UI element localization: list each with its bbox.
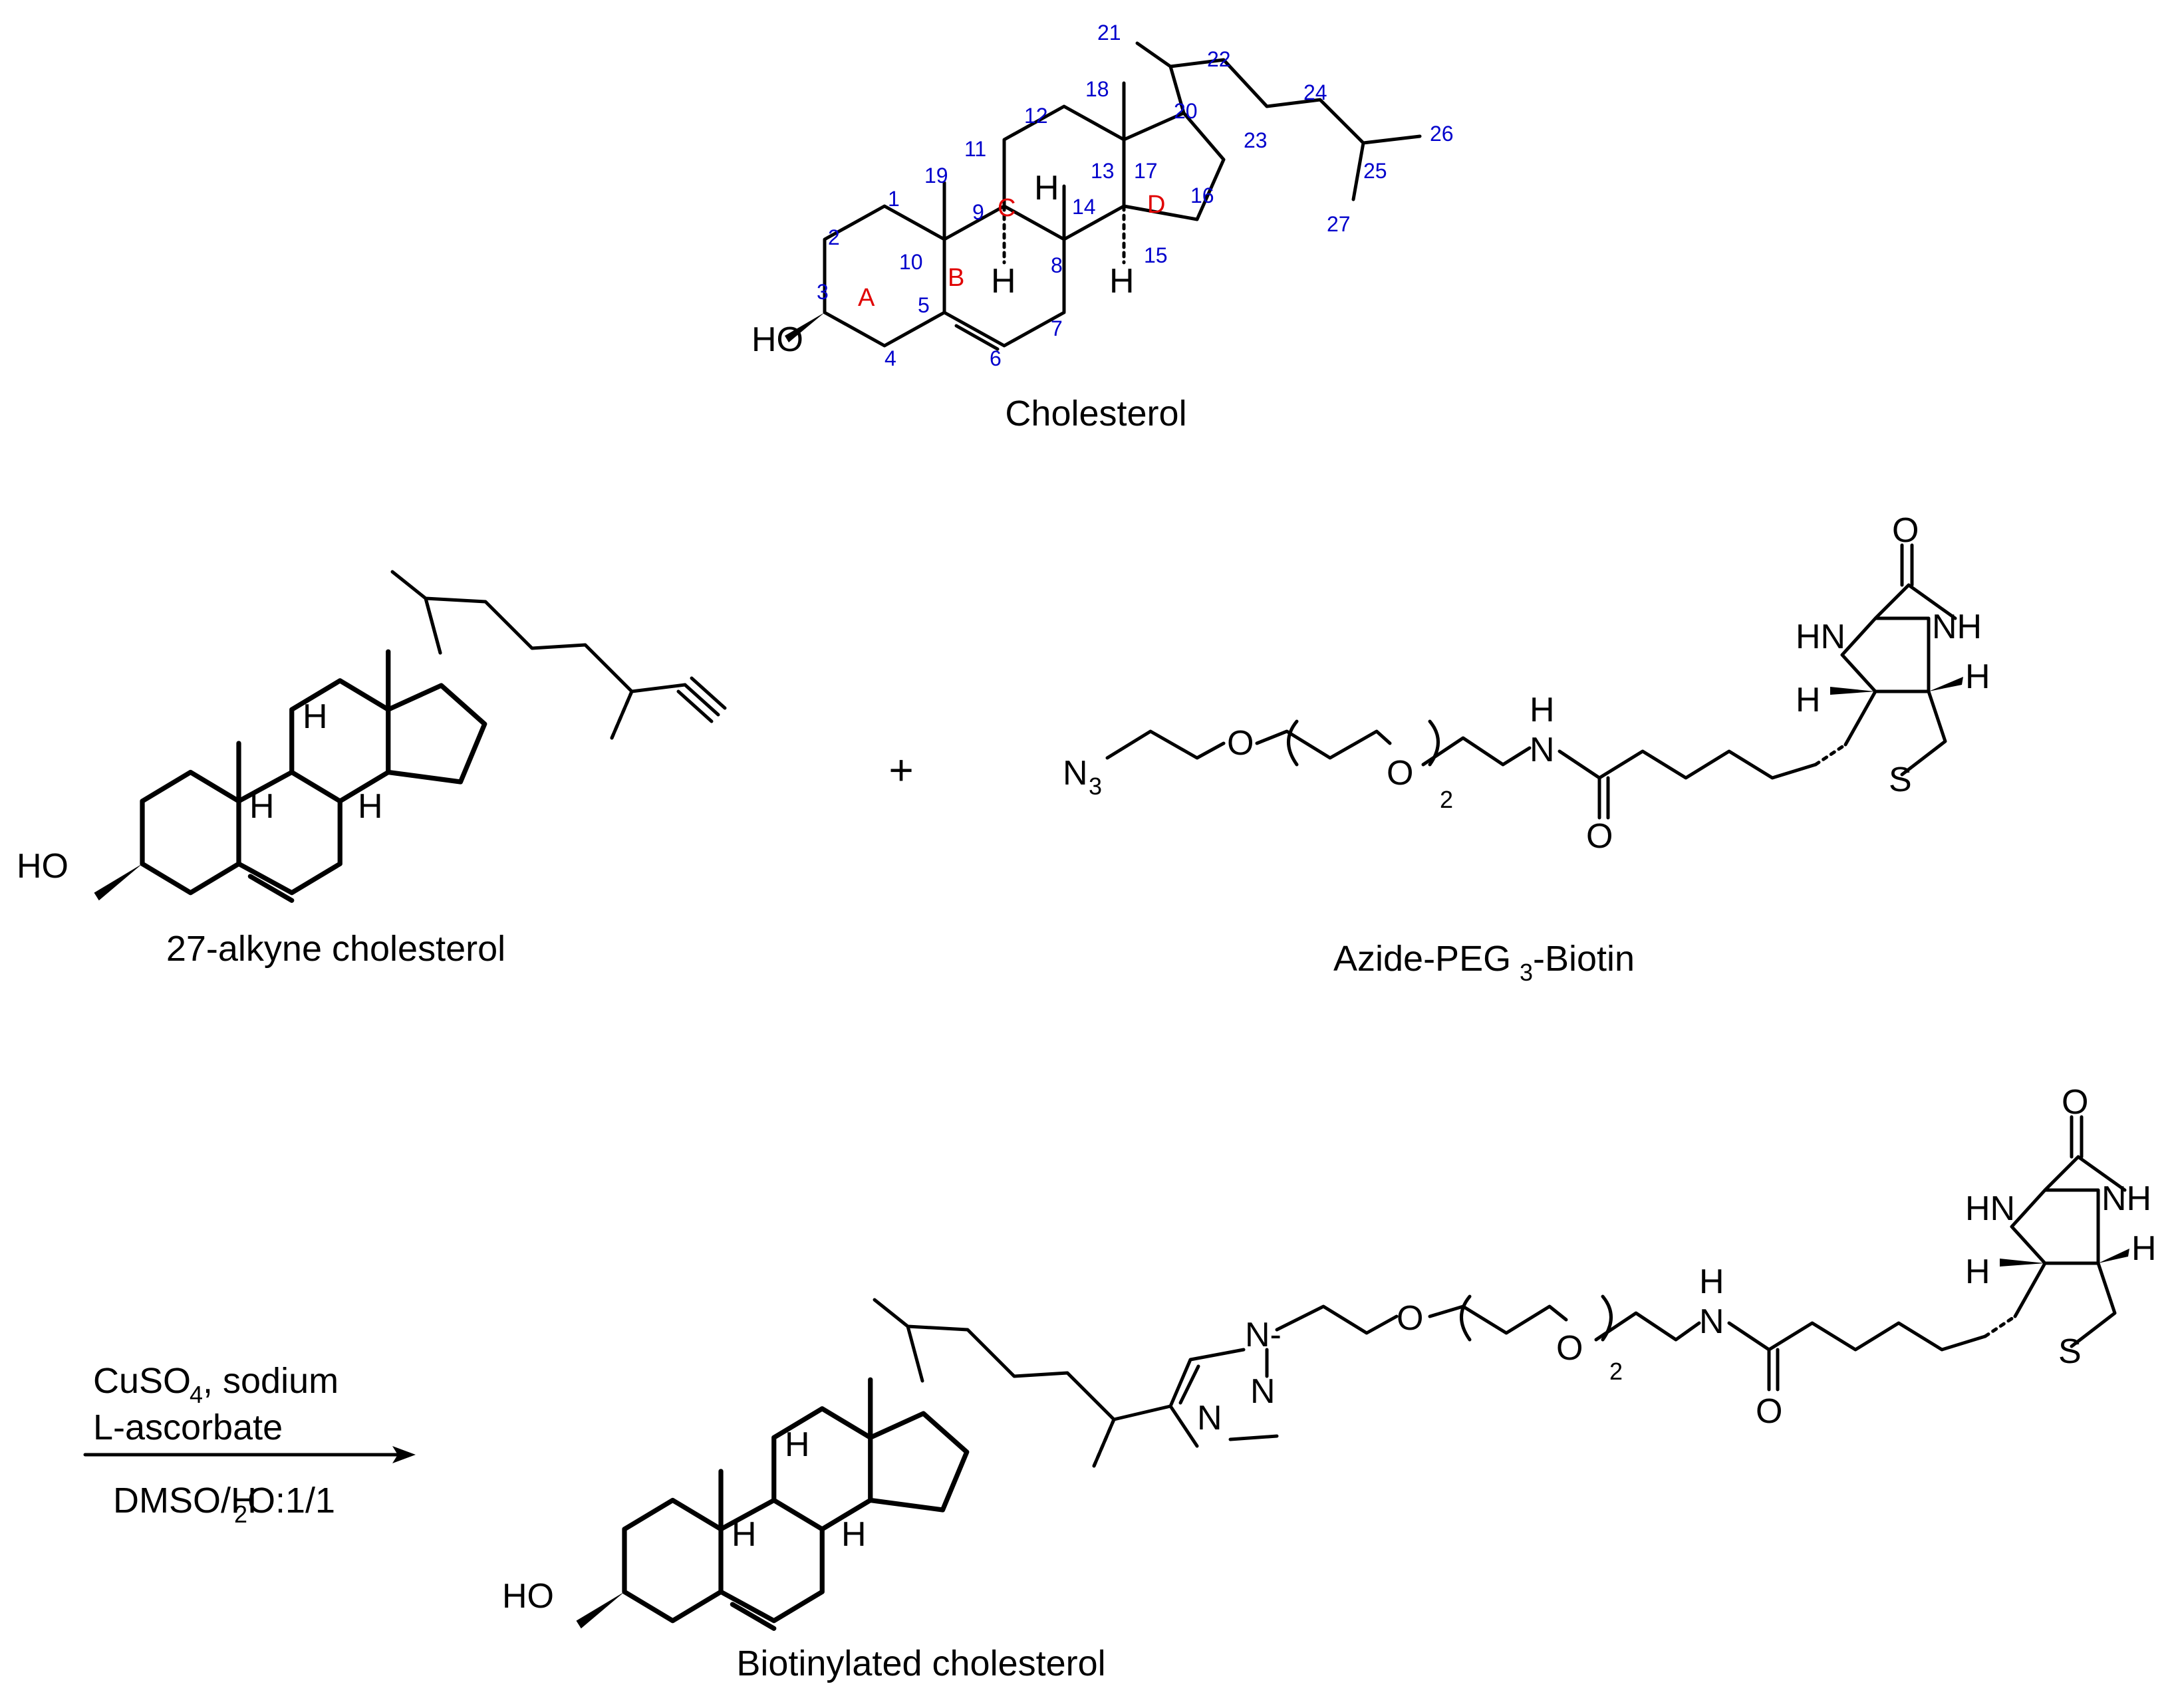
biotin-s-label: S bbox=[1889, 761, 1912, 799]
c24-number: 24 bbox=[1303, 80, 1327, 104]
c2-number: 2 bbox=[828, 225, 840, 249]
product-o1-label: O bbox=[1397, 1299, 1423, 1338]
h9-label: H bbox=[991, 262, 1016, 301]
alkyne-h9-label: H bbox=[249, 787, 275, 826]
c16-number: 16 bbox=[1190, 183, 1214, 207]
azide-caption-suffix: -Biotin bbox=[1533, 939, 1635, 979]
peg-o1-label: O bbox=[1227, 724, 1254, 763]
h8-label: H bbox=[1034, 169, 1059, 207]
condition-line1-sub: 4 bbox=[190, 1381, 203, 1408]
c20-number: 20 bbox=[1174, 99, 1198, 123]
c22-number: 22 bbox=[1207, 47, 1231, 71]
alkyne-hydroxyl-label: HO bbox=[17, 847, 68, 886]
amide-h-label: H bbox=[1530, 691, 1555, 729]
c5-number: 5 bbox=[918, 293, 930, 317]
biotin-h-left: H bbox=[1796, 681, 1821, 719]
azide-subscript: 3 bbox=[1089, 773, 1102, 800]
condition-line2: L-ascorbate bbox=[93, 1407, 283, 1447]
product-urea-o-label: O bbox=[2062, 1083, 2088, 1122]
c6-number: 6 bbox=[990, 346, 1002, 370]
alkyne-cholesterol-structure: HO H H H 27-alkyne cholesterol bbox=[17, 570, 727, 969]
ring-a-label: A bbox=[858, 284, 875, 312]
alkyne-caption: 27-alkyne cholesterol bbox=[166, 929, 505, 969]
alkyne-h14-label: H bbox=[358, 787, 383, 826]
c7-number: 7 bbox=[1051, 316, 1063, 340]
triazole-n3-label: N bbox=[1197, 1399, 1222, 1437]
azide-caption-prefix: Azide-PEG bbox=[1333, 939, 1511, 979]
product-h-right: H bbox=[2131, 1229, 2157, 1268]
c13-number: 13 bbox=[1091, 159, 1115, 183]
c8-number: 8 bbox=[1051, 253, 1063, 277]
biotin-nh-label: NH bbox=[1932, 608, 1982, 646]
peg-repeat: 2 bbox=[1440, 786, 1453, 813]
triazole-n2-label: N bbox=[1250, 1372, 1276, 1411]
c3-number: 3 bbox=[817, 280, 829, 304]
product-amide-h-label: H bbox=[1699, 1263, 1724, 1301]
product-peg-repeat: 2 bbox=[1609, 1358, 1623, 1385]
condition-line1-b: , sodium bbox=[203, 1361, 339, 1401]
c14-number: 14 bbox=[1072, 195, 1096, 219]
azide-caption-subscript: 3 bbox=[1520, 959, 1533, 986]
product-o2-label: O bbox=[1556, 1329, 1583, 1368]
condition-line1-a: CuSO bbox=[93, 1361, 191, 1401]
c18-number: 18 bbox=[1085, 77, 1109, 101]
amide-o-label: O bbox=[1586, 817, 1613, 856]
cholesterol-caption: Cholesterol bbox=[1005, 394, 1186, 433]
product-h-left: H bbox=[1965, 1253, 1990, 1291]
biotin-h-right: H bbox=[1965, 658, 1990, 696]
reaction-conditions: CuSO 4 , sodium L-ascorbate DMSO/H 2 O:1… bbox=[83, 1361, 416, 1528]
amide-n-label: N bbox=[1530, 731, 1555, 769]
product-caption: Biotinylated cholesterol bbox=[736, 1644, 1105, 1683]
product-s-label: S bbox=[2058, 1332, 2082, 1371]
reaction-arrow-head bbox=[392, 1446, 416, 1463]
triazole-n1-label: N- bbox=[1245, 1316, 1282, 1354]
biotinylated-cholesterol-structure: HO H H H N- N N O O 2 N H O S O HN NH bbox=[502, 1083, 2157, 1683]
product-amide-n-label: N bbox=[1699, 1302, 1724, 1341]
condition-line3-b: O:1/1 bbox=[247, 1481, 335, 1521]
ring-c-label: C bbox=[998, 194, 1016, 222]
c9-number: 9 bbox=[972, 200, 984, 224]
product-h14-label: H bbox=[841, 1515, 867, 1554]
product-h9-label: H bbox=[732, 1515, 757, 1554]
biotin-hn-label: HN bbox=[1796, 618, 1845, 656]
product-hn-label: HN bbox=[1965, 1189, 2015, 1228]
c26-number: 26 bbox=[1430, 122, 1454, 146]
c19-number: 19 bbox=[924, 164, 948, 187]
c1-number: 1 bbox=[888, 187, 900, 211]
product-hydroxyl-label: HO bbox=[502, 1577, 554, 1616]
c10-number: 10 bbox=[899, 250, 923, 274]
alkyne-h8-label: H bbox=[303, 697, 328, 736]
cholesterol-structure: HO H H H A B C D 1 2 3 4 5 6 7 8 9 10 11… bbox=[751, 21, 1454, 433]
product-nh-label: NH bbox=[2102, 1179, 2151, 1218]
c23-number: 23 bbox=[1244, 128, 1268, 152]
c12-number: 12 bbox=[1024, 104, 1048, 128]
hydroxyl-label: HO bbox=[751, 320, 803, 359]
urea-o-label: O bbox=[1892, 511, 1919, 550]
azide-n-label: N bbox=[1063, 754, 1088, 793]
c11-number: 11 bbox=[964, 137, 986, 161]
plus-sign: + bbox=[888, 746, 913, 794]
c27-number: 27 bbox=[1327, 212, 1351, 236]
condition-line3-a: DMSO/H bbox=[113, 1481, 257, 1521]
c17-number: 17 bbox=[1134, 159, 1158, 183]
c15-number: 15 bbox=[1144, 243, 1168, 267]
ring-b-label: B bbox=[948, 264, 964, 292]
condition-line3-sub: 2 bbox=[234, 1501, 247, 1528]
c25-number: 25 bbox=[1363, 159, 1387, 183]
product-amide-o-label: O bbox=[1756, 1392, 1782, 1431]
ring-d-label: D bbox=[1147, 191, 1165, 219]
c4-number: 4 bbox=[884, 346, 896, 370]
h14-label: H bbox=[1109, 262, 1135, 301]
azide-peg3-biotin-structure: N 3 O O 2 N H O S O HN NH H H Azide-PEG … bbox=[1063, 511, 1990, 986]
product-h8-label: H bbox=[785, 1425, 810, 1464]
c21-number: 21 bbox=[1097, 21, 1121, 45]
peg-o2-label: O bbox=[1387, 754, 1413, 793]
